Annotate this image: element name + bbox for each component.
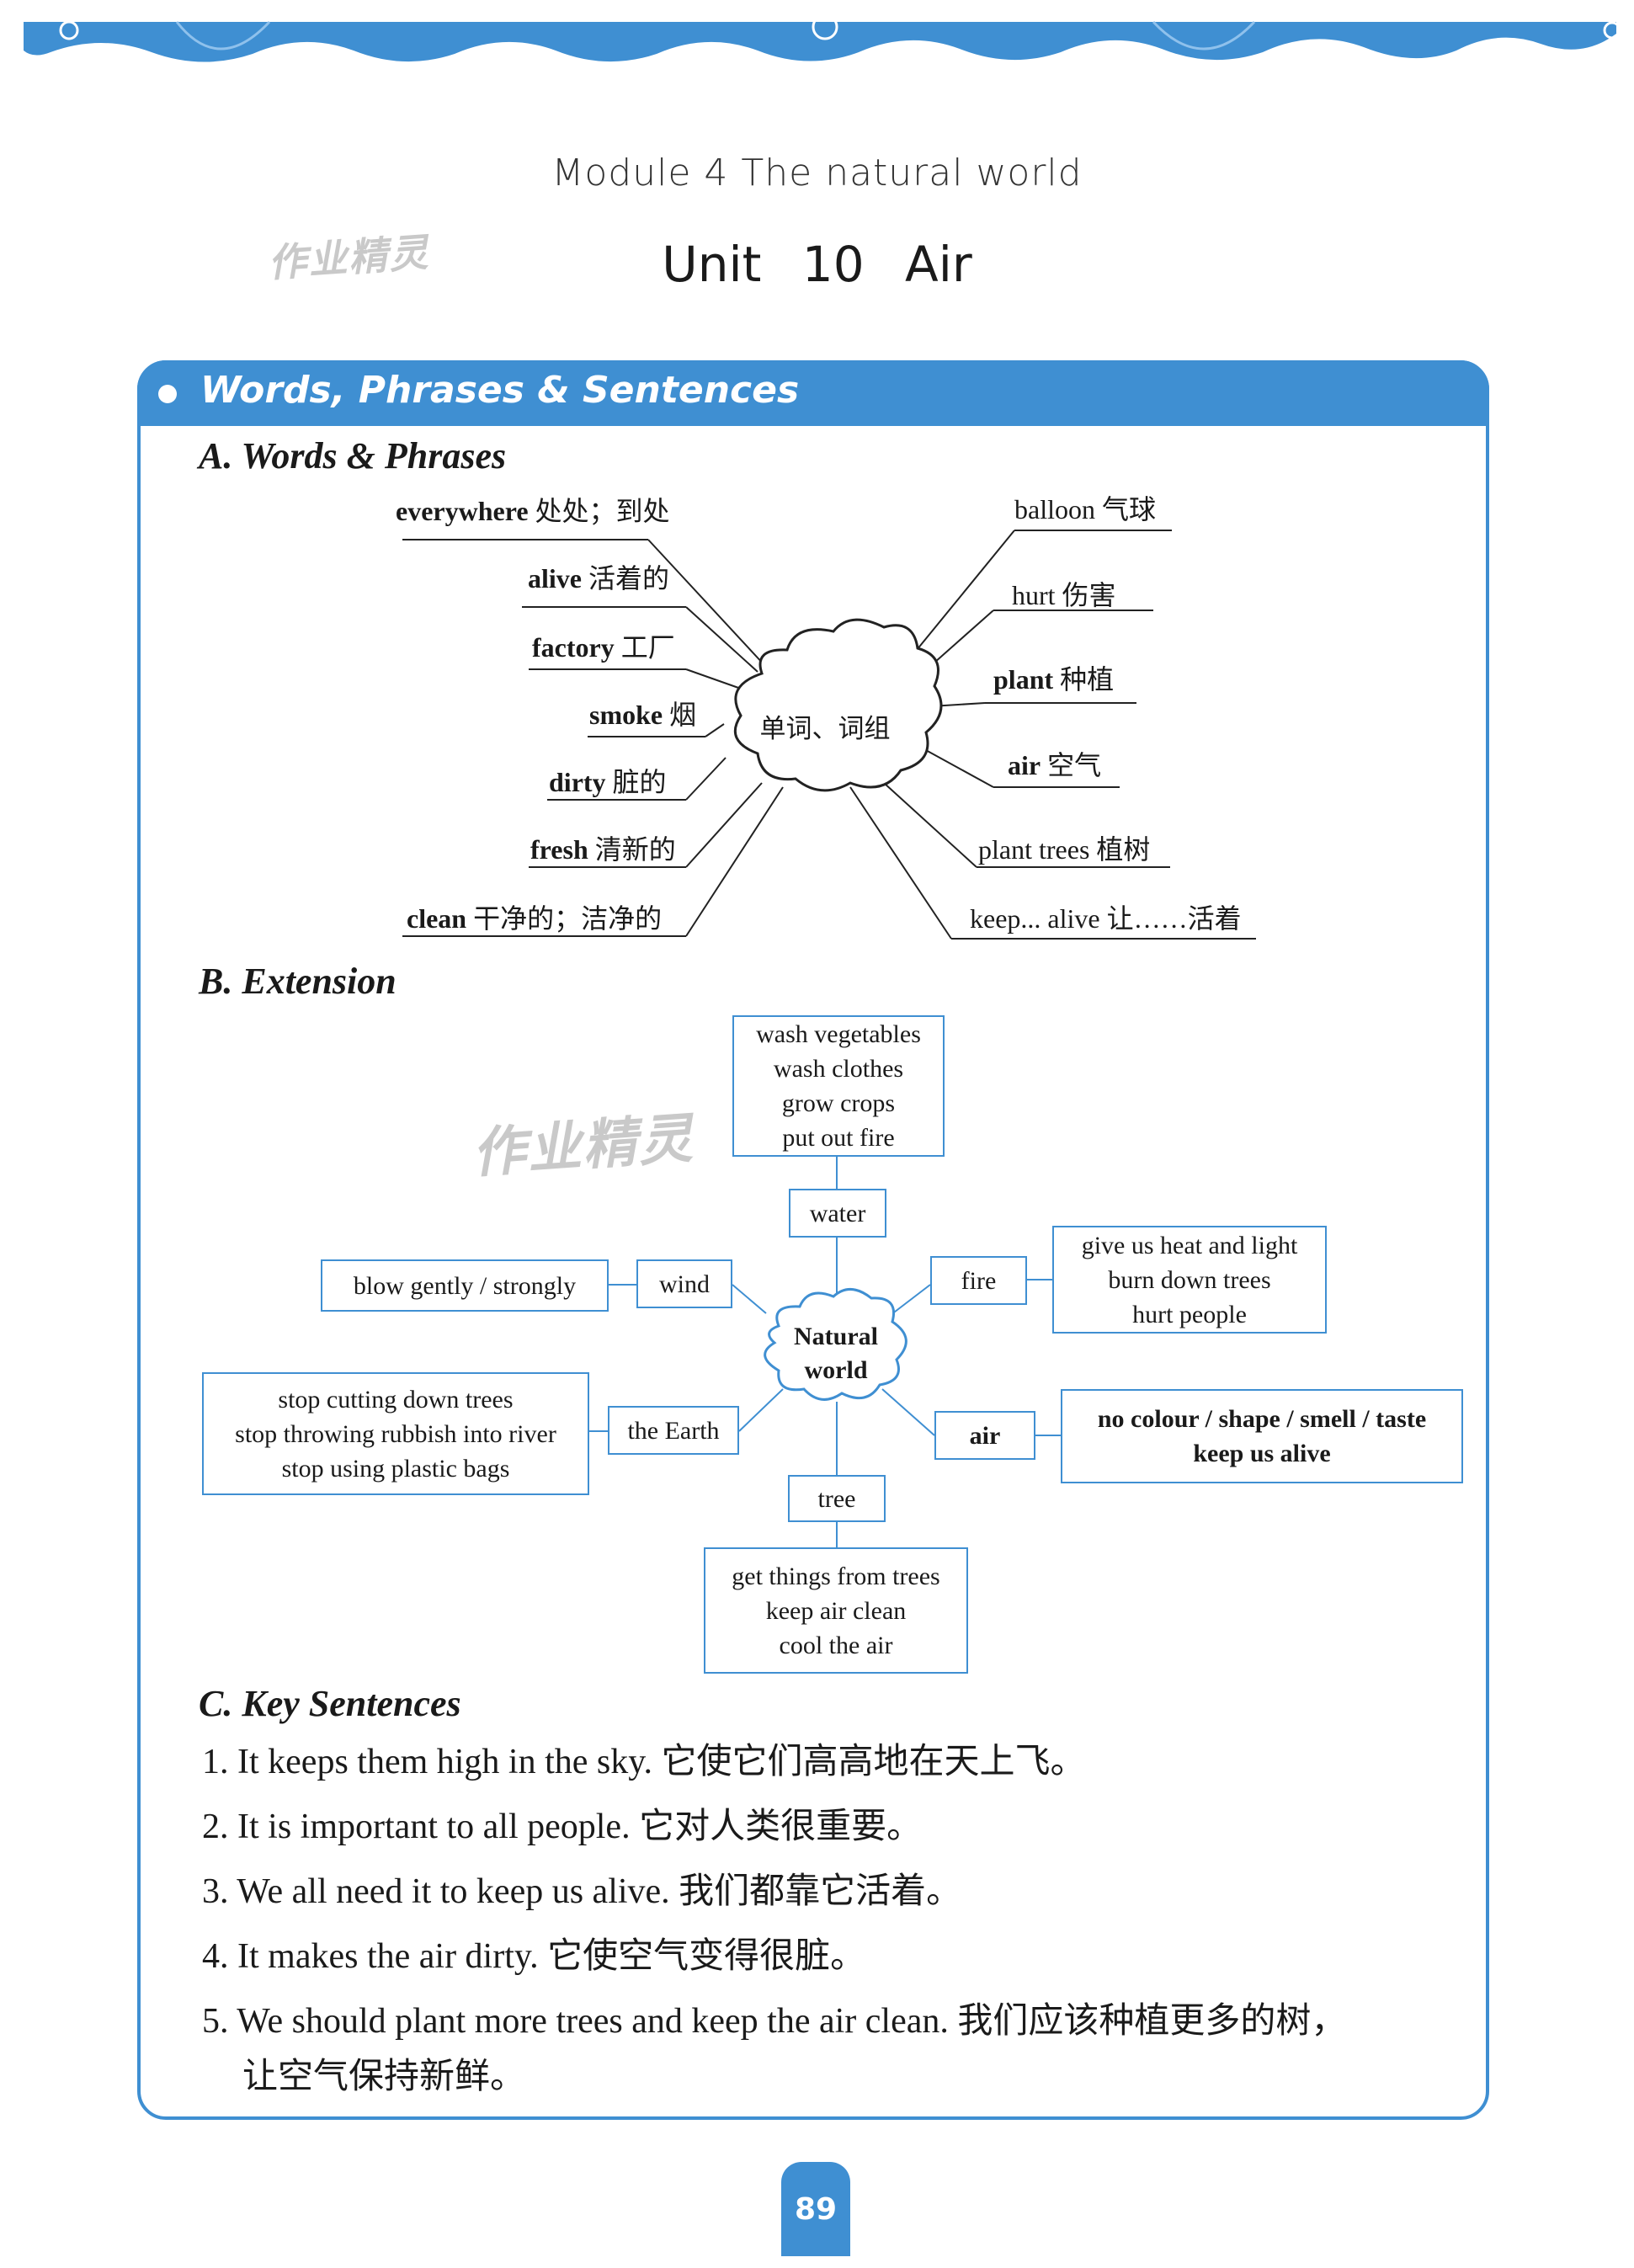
subsection-c-title: C. Key Sentences [199,1682,461,1725]
air-box: air [934,1411,1035,1460]
subsection-b-title: B. Extension [199,960,397,1003]
key-sentence-5: 5. We should plant more trees and keep t… [202,1992,1346,2043]
key-sentence-1: 1. It keeps them high in the sky. 它使它们高高… [202,1733,1086,1784]
mindmap-center: 单词、词组 [749,707,901,745]
earth-box: the Earth [608,1406,739,1455]
bullet-icon [158,385,177,403]
word-plant: plant 种植 [993,658,1114,697]
word-air: air 空气 [1008,744,1101,783]
key-sentence-2: 2. It is important to all people. 它对人类很重… [202,1797,922,1849]
section-title: Words, Phrases & Sentences [200,369,799,412]
word-everywhere: everywhere 处处；到处 [396,490,670,529]
word-hurt: hurt 伤害 [1012,574,1116,613]
key-sentence-3: 3. We all need it to keep us alive. 我们都靠… [202,1862,961,1914]
fire-box: fire [930,1256,1027,1305]
watermark-logo-2: 作业精灵 [469,1095,696,1188]
header-wave-decoration [0,0,1634,76]
module-heading: Module 4 The natural world [0,152,1634,194]
word-alive: alive 活着的 [528,557,669,596]
word-clean: clean 干净的；洁净的 [407,897,662,936]
word-fresh: fresh 清新的 [530,828,676,867]
wind-uses-box: blow gently / strongly [321,1259,609,1312]
word-smoke: smoke 烟 [589,694,696,732]
water-box: water [789,1189,886,1238]
key-sentence-4: 4. It makes the air dirty. 它使空气变得很脏。 [202,1927,865,1978]
tree-box: tree [788,1475,886,1522]
word-dirty: dirty 脏的 [549,761,667,800]
key-sentence-5-continued: 让空气保持新鲜。 [242,2047,525,2099]
word-balloon: balloon 气球 [1014,488,1156,527]
wind-box: wind [636,1259,732,1308]
watermark-logo: 作业精灵 [266,221,431,288]
page-number: 89 [781,2162,850,2256]
word-factory: factory 工厂 [532,626,675,665]
subsection-a-title: A. Words & Phrases [199,434,506,477]
word-keep-alive: keep... alive 让……活着 [970,897,1242,936]
word-plant-trees: plant trees 植树 [978,828,1150,867]
unit-title: Unit 10 Air [0,236,1634,293]
